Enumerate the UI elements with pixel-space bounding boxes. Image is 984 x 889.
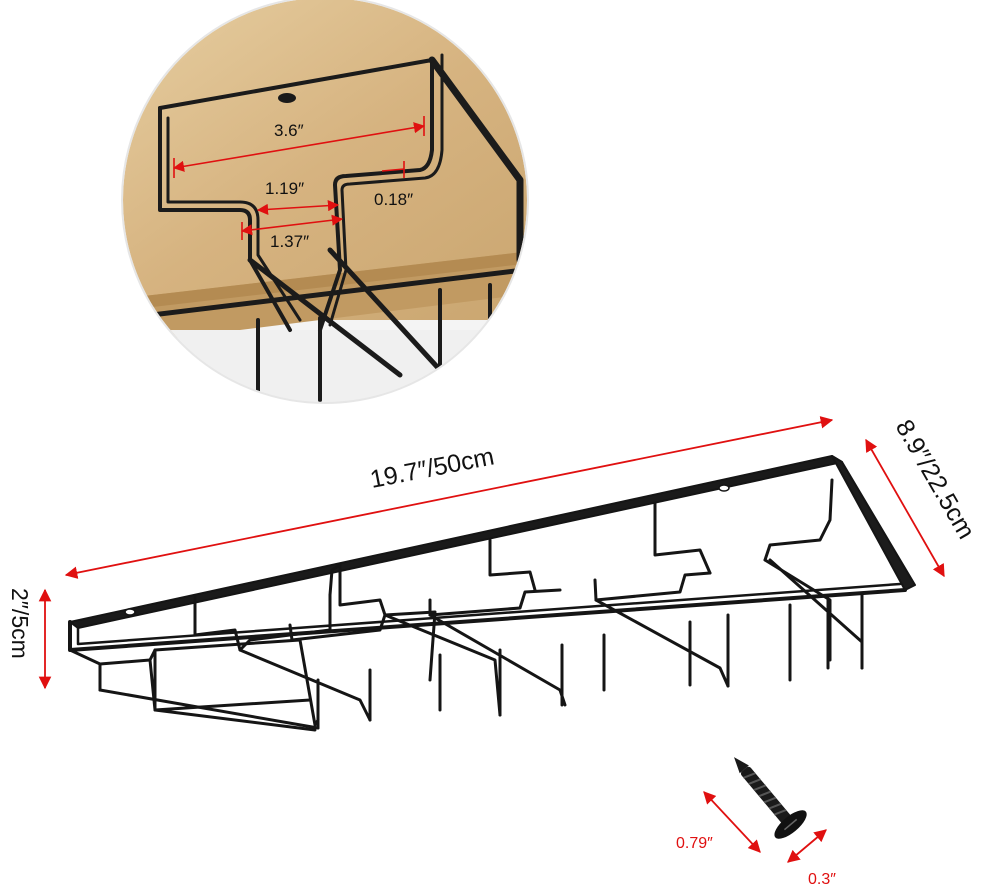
- detail-callout: 3.6″ 1.19″ 1.37″ 0.18″: [121, 0, 529, 404]
- outer-gap-label: 1.37″: [270, 232, 309, 251]
- length-arrow: [64, 416, 834, 579]
- outer-gap-arrow: [240, 214, 344, 236]
- depth-label: 8.9″/22.5cm: [890, 415, 981, 544]
- slot-width-arrow: [172, 122, 426, 172]
- rack-dimension-lines: [38, 416, 945, 690]
- glass-rack: [68, 455, 916, 732]
- thickness-label: 0.18″: [374, 190, 413, 209]
- slot-width-label: 3.6″: [274, 121, 304, 140]
- length-label: 19.7″/50cm: [368, 442, 497, 493]
- screw-length-arrow: [703, 791, 761, 853]
- drop-bars: [316, 593, 864, 730]
- slot-rails: [98, 478, 864, 730]
- screw-icon: [734, 757, 807, 839]
- inner-gap-arrow: [256, 200, 340, 215]
- detail-rack-frame: [123, 53, 527, 402]
- detail-dimension-lines: [172, 116, 426, 240]
- mount-hole-right: [718, 484, 730, 492]
- rack-right-plate: [831, 455, 916, 591]
- screw-head-arrow: [787, 829, 827, 863]
- depth-arrow: [865, 438, 945, 578]
- inner-gap-label: 1.19″: [265, 179, 304, 198]
- mount-hole-left: [124, 608, 136, 616]
- screw: 0.79″ 0.3″: [676, 757, 836, 888]
- screw-length-label: 0.79″: [676, 835, 713, 852]
- screw-head-label: 0.3″: [808, 871, 836, 888]
- thickness-arrow: [381, 168, 405, 172]
- height-label: 2″/5cm: [7, 588, 33, 659]
- wood-front-edge: [123, 250, 527, 345]
